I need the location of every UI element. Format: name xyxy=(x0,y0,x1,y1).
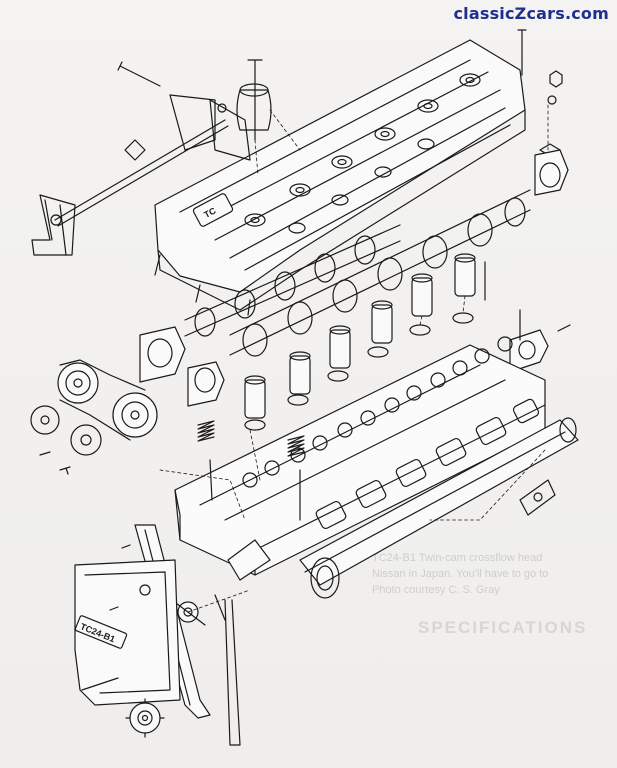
head-ports xyxy=(315,398,540,530)
camshaft-exhaust xyxy=(229,189,531,357)
camshaft-intake xyxy=(184,224,401,337)
bleed-caption-line-1: TC24-B1 Twin-cam crossflow head xyxy=(372,552,543,564)
bleed-heading: SPECIFICATIONS xyxy=(418,618,588,637)
site-watermark: classicZcars.com xyxy=(453,4,609,23)
exhaust-manifold xyxy=(299,417,579,599)
timing-cover: TC24-B1 xyxy=(74,559,181,706)
linkage-rod xyxy=(31,119,229,256)
cover-plug-holes xyxy=(244,73,481,234)
valve-springs xyxy=(197,420,305,521)
bleed-caption-line-2: Nissan in Japan. You'll have to go to xyxy=(372,568,549,580)
lower-sprocket xyxy=(125,698,165,738)
manifold-gasket xyxy=(519,479,556,516)
valve-spring-seats xyxy=(242,336,513,488)
leader-lines xyxy=(159,104,549,613)
timing-sprockets xyxy=(30,359,158,456)
bleed-caption-line-3: Photo courtesy C. S. Gray xyxy=(372,584,500,596)
chain-tensioner xyxy=(214,539,271,746)
distributor-drive xyxy=(169,59,272,161)
fasteners xyxy=(39,324,571,691)
cam-cover: TC xyxy=(154,39,526,316)
cam-followers xyxy=(244,253,521,431)
